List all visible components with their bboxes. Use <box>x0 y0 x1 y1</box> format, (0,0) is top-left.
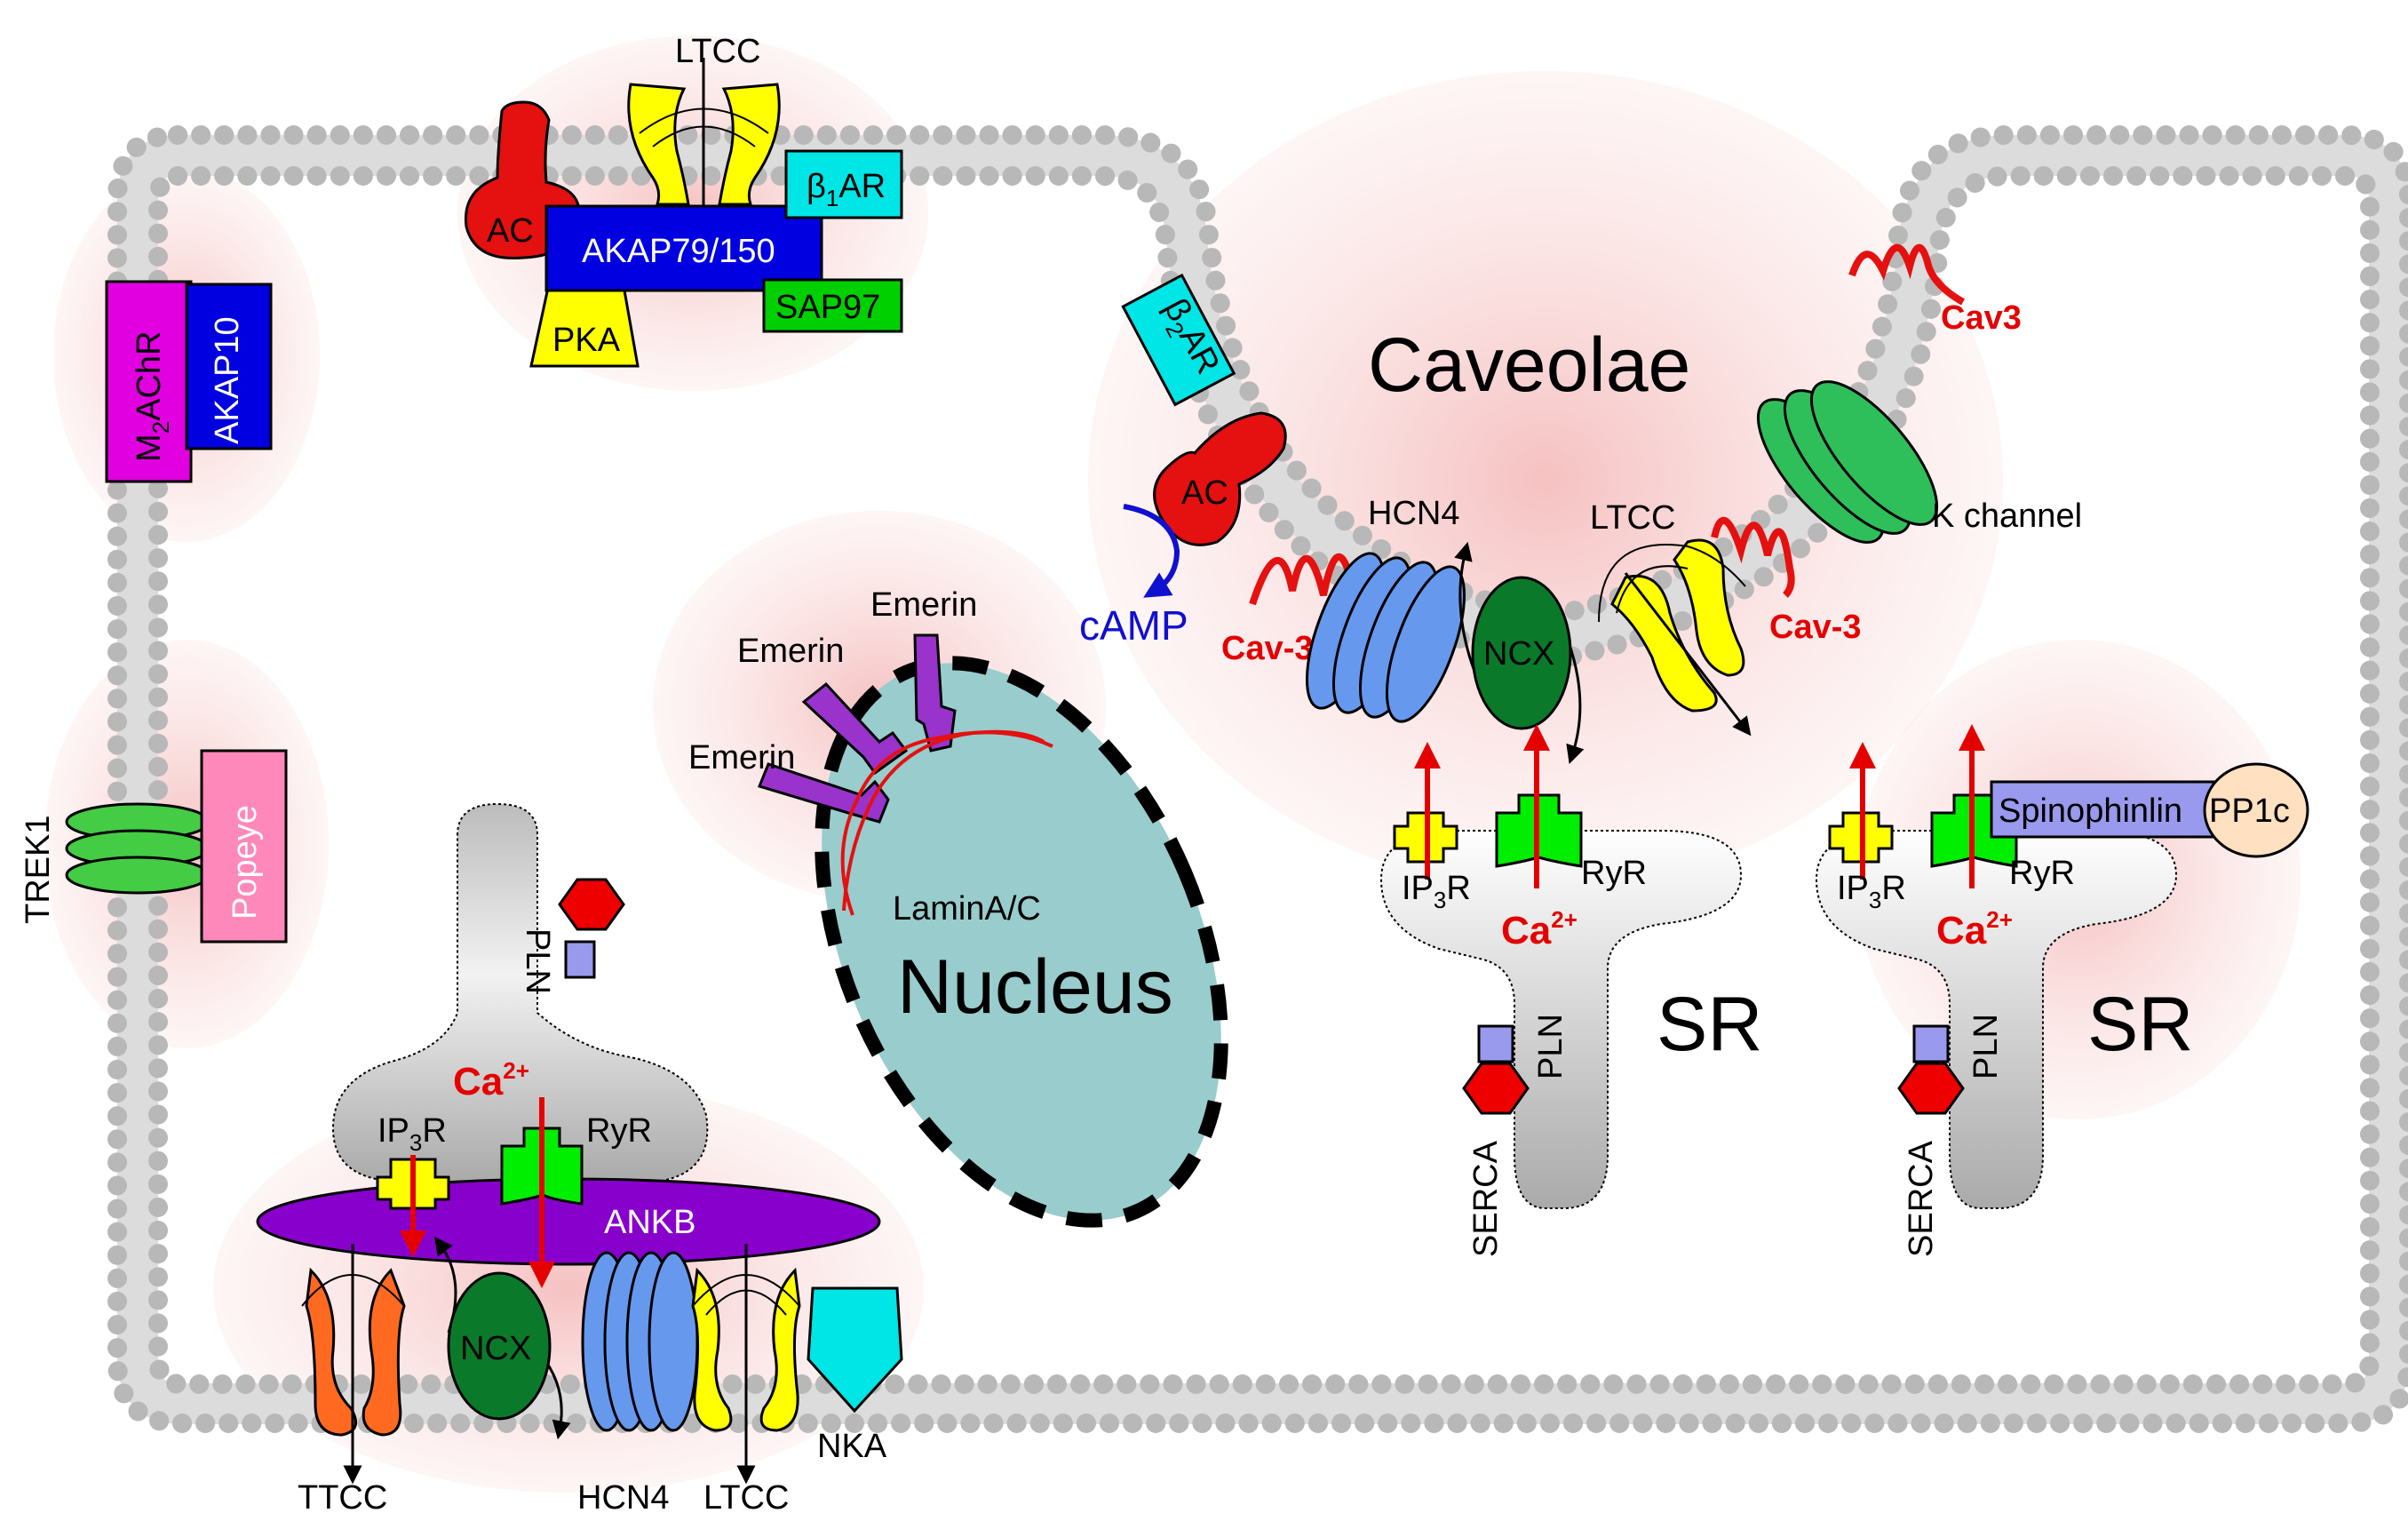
pp1c: PP1c <box>2203 762 2309 858</box>
emerin-top <box>913 633 957 753</box>
emerin-3-label: Emerin <box>688 739 795 776</box>
camp-label: cAMP <box>1079 602 1188 649</box>
k-channel <box>1756 380 1939 544</box>
caveolae: Caveolae β2AR AC cAMP Cav-3 Cav-3 Cav3 H… <box>1079 243 2082 764</box>
akap10-label: AKAP10 <box>209 316 246 444</box>
cav3-left-squiggle <box>1249 553 1354 606</box>
trek1-label: TREK1 <box>20 816 57 924</box>
ip3r-left-label: IP3R <box>377 1112 447 1156</box>
m2achr-label: M2AChR <box>131 331 174 463</box>
serca-middle <box>1462 1024 1530 1115</box>
hcn4-bottom-label: HCN4 <box>577 1479 669 1517</box>
ltcc-caveolae <box>1598 538 1752 737</box>
serca-left <box>558 878 625 979</box>
ltcc-caveolae-label: LTCC <box>1590 499 1675 537</box>
serca-right-label: SERCA <box>1903 1140 1940 1257</box>
ca-left-label: Ca2+ <box>453 1057 529 1103</box>
hcn4-bottom <box>581 1251 699 1432</box>
ttcc <box>301 1244 406 1485</box>
cav3-right-squiggle <box>1711 516 1795 598</box>
ncx-caveolae: NCX <box>1454 541 1585 764</box>
ip3r-middle-label: IP3R <box>1402 870 1471 913</box>
ryr-left-label: RyR <box>586 1112 652 1150</box>
sr-right-label: SR <box>2087 982 2193 1067</box>
m2achr-akap10: M2AChR AKAP10 <box>105 280 273 483</box>
hcn4-caveolae-label: HCN4 <box>1368 495 1459 532</box>
ca-right-label: Ca2+ <box>1936 906 2013 952</box>
ca-middle-label: Ca2+ <box>1501 906 1578 952</box>
emerin-middle <box>801 681 909 776</box>
emerin-lamin-label: LaminA/C <box>893 890 1041 928</box>
lamin-fibers-2 <box>842 729 1045 912</box>
pp1c-label: PP1c <box>2209 792 2290 830</box>
ip3r-right-label: IP3R <box>1837 870 1906 913</box>
caveolae-label: Caveolae <box>1368 323 1690 408</box>
ltcc-top-label: LTCC <box>675 33 760 70</box>
ankb-complex: ANKB TTCC NCX HCN4 <box>256 1097 903 1517</box>
serca-right <box>1897 1024 1965 1115</box>
ac-top-label: AC <box>487 212 534 250</box>
cav3-left-label: Cav-3 <box>1221 630 1314 667</box>
cav3-right-label: Cav-3 <box>1769 609 1862 646</box>
ltcc-bottom-label: LTCC <box>703 1479 789 1517</box>
sap97: SAP97 <box>762 278 903 333</box>
spinophilin: Spinophinlin <box>1990 780 2215 839</box>
akap79-150: AKAP79/150 <box>544 204 823 292</box>
b1ar-label: β1AR <box>807 168 886 211</box>
serca-middle-label: SERCA <box>1467 1140 1505 1257</box>
akap-complex: LTCC AC PKA AKAP79/150 β1AR SAP97 <box>464 33 903 368</box>
pln-right-label: PLN <box>1967 1014 2005 1079</box>
ltcc-top-channel <box>627 58 781 218</box>
trek1-channel <box>65 802 211 895</box>
ncx-bottom: NCX <box>433 1236 571 1440</box>
ncx-bottom-label: NCX <box>460 1330 531 1367</box>
sap97-label: SAP97 <box>775 289 880 326</box>
akap79-label: AKAP79/150 <box>582 233 775 270</box>
sr-middle-label: SR <box>1657 982 1762 1067</box>
ncx-caveolae-label: NCX <box>1483 635 1554 673</box>
ac-caveolae-label: AC <box>1181 474 1228 512</box>
sr-left: PLN Ca2+ IP3R RyR <box>331 802 709 1183</box>
ryr-right-label: RyR <box>2009 855 2075 892</box>
popeye-label: Popeye <box>226 805 264 920</box>
nuclear-envelope-proteins: LaminA/C Emerin Emerin Emerin <box>688 586 1053 928</box>
spinophilin-label: Spinophinlin <box>1999 792 2182 830</box>
pln-left-label: PLN <box>519 928 556 994</box>
sr-right: IP3R RyR Ca2+ PLN SERCA SR Spinophinlin … <box>1815 724 2309 1257</box>
emerin-1-label: Emerin <box>870 586 977 624</box>
pln-middle-label: PLN <box>1532 1014 1570 1079</box>
pka-label: PKA <box>552 322 621 359</box>
ankb-label: ANKB <box>604 1204 695 1241</box>
sr-middle: IP3R RyR Ca2+ PLN SERCA SR <box>1379 724 1762 1257</box>
ryr-middle-label: RyR <box>1581 855 1647 892</box>
cav3-top-squiggle <box>1848 243 1966 306</box>
emerin-bottom <box>757 762 890 824</box>
nka-label: NKA <box>817 1428 887 1465</box>
cav3-top-label: Cav3 <box>1941 299 2022 337</box>
emerin-2-label: Emerin <box>737 633 844 670</box>
nucleus: Nucleus <box>815 656 1228 1228</box>
ltcc-bottom <box>691 1244 801 1485</box>
nucleus-label: Nucleus <box>897 944 1173 1030</box>
camp-arrow <box>1123 504 1180 598</box>
ttcc-label: TTCC <box>298 1479 387 1517</box>
k-channel-label: K channel <box>1932 498 2082 535</box>
trek1-popeye: TREK1 Popeye <box>20 749 288 944</box>
ac-caveolae: AC <box>1153 411 1287 546</box>
nka <box>807 1286 903 1413</box>
hcn4-caveolae <box>1305 552 1466 723</box>
b1ar: β1AR <box>784 149 903 219</box>
